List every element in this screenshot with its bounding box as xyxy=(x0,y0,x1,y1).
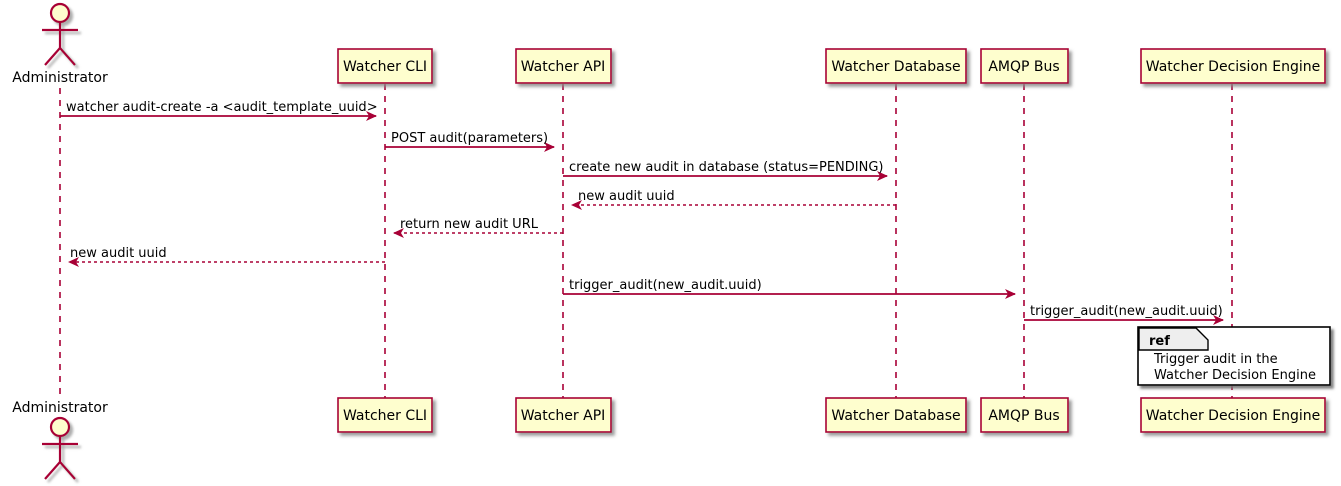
participant-box-watcher-decision-engine-top[interactable]: Watcher Decision Engine xyxy=(1140,48,1326,84)
message-return-new-audit-url[interactable]: return new audit URL xyxy=(393,217,563,238)
message-label-create-new-audit: create new audit in database (status=PEN… xyxy=(569,160,884,175)
participant-box-watcher-api-top[interactable]: Watcher API xyxy=(515,48,612,84)
message-label-trigger-audit-to-wde: trigger_audit(new_audit.uuid) xyxy=(1030,304,1223,319)
participant-label-watcher-cli-bottom: Watcher CLI xyxy=(343,408,427,424)
participant-box-rect xyxy=(515,397,612,433)
actor-leg-right-icon xyxy=(59,461,76,480)
participant-label-watcher-decision-engine-top: Watcher Decision Engine xyxy=(1146,59,1320,75)
participant-box-rect xyxy=(337,48,433,84)
actor-figure-bottom xyxy=(42,416,78,480)
participant-box-watcher-database-top[interactable]: Watcher Database xyxy=(825,48,967,84)
actor-label-administrator-top: Administrator xyxy=(12,70,108,86)
actor-leg-left-icon xyxy=(44,461,61,480)
participant-box-rect xyxy=(1140,397,1326,433)
participant-box-rect xyxy=(825,48,967,84)
message-label-new-audit-uuid-to-admin: new audit uuid xyxy=(70,246,167,261)
participant-box-rect xyxy=(980,397,1069,433)
message-label-new-audit-uuid-to-api: new audit uuid xyxy=(578,189,675,204)
actor-leg-right-icon xyxy=(59,47,76,66)
participant-label-watcher-database-bottom: Watcher Database xyxy=(831,408,960,424)
participant-box-watcher-database-bottom[interactable]: Watcher Database xyxy=(825,397,967,433)
participant-box-watcher-cli-top[interactable]: Watcher CLI xyxy=(337,48,433,84)
participant-box-rect xyxy=(515,48,612,84)
actor-head-icon xyxy=(49,416,71,438)
message-create-new-audit[interactable]: create new audit in database (status=PEN… xyxy=(563,160,888,181)
actor-head-icon xyxy=(49,2,71,24)
participant-label-watcher-decision-engine-bottom: Watcher Decision Engine xyxy=(1146,408,1320,424)
participant-box-rect xyxy=(825,397,967,433)
participant-label-amqp-bus-bottom: AMQP Bus xyxy=(988,408,1059,424)
participant-box-watcher-cli-bottom[interactable]: Watcher CLI xyxy=(337,397,433,433)
message-label-return-new-audit-url: return new audit URL xyxy=(400,217,539,232)
actor-figure-top xyxy=(42,2,78,66)
participant-label-amqp-bus-top: AMQP Bus xyxy=(988,59,1059,75)
ref-tab-label: ref xyxy=(1149,334,1170,349)
participant-box-amqp-bus-top[interactable]: AMQP Bus xyxy=(980,48,1069,84)
ref-body-line-2: Watcher Decision Engine xyxy=(1154,368,1316,383)
message-label-trigger-audit-to-amqp: trigger_audit(new_audit.uuid) xyxy=(569,278,762,293)
participant-box-rect xyxy=(1140,48,1326,84)
message-new-audit-uuid-to-admin[interactable]: new audit uuid xyxy=(68,246,385,267)
participant-label-watcher-cli-top: Watcher CLI xyxy=(343,59,427,75)
actor-administrator-bottom[interactable]: Administrator xyxy=(12,400,108,480)
participant-box-watcher-api-bottom[interactable]: Watcher API xyxy=(515,397,612,433)
participant-label-watcher-api-bottom: Watcher API xyxy=(521,408,606,424)
participant-box-rect xyxy=(337,397,433,433)
participant-label-watcher-api-top: Watcher API xyxy=(521,59,606,75)
actor-label-administrator-bottom: Administrator xyxy=(12,400,108,416)
message-new-audit-uuid-to-api[interactable]: new audit uuid xyxy=(571,189,896,210)
ref-tab-shape xyxy=(1138,327,1209,351)
message-label-watcher-audit-create: watcher audit-create -a <audit_template_… xyxy=(66,100,378,115)
participant-box-watcher-decision-engine-bottom[interactable]: Watcher Decision Engine xyxy=(1140,397,1326,433)
ref-block[interactable]: ref Trigger audit in the Watcher Decisio… xyxy=(1137,326,1331,386)
message-trigger-audit-to-wde[interactable]: trigger_audit(new_audit.uuid) xyxy=(1024,304,1224,325)
participant-label-watcher-database-top: Watcher Database xyxy=(831,59,960,75)
participant-box-rect xyxy=(980,48,1069,84)
lifelines-group xyxy=(59,84,1233,398)
actor-leg-left-icon xyxy=(44,47,61,66)
ref-body-line-1: Trigger audit in the xyxy=(1153,352,1278,367)
message-label-post-audit: POST audit(parameters) xyxy=(391,131,548,146)
actor-administrator-top[interactable]: Administrator xyxy=(12,2,108,86)
message-watcher-audit-create[interactable]: watcher audit-create -a <audit_template_… xyxy=(60,100,378,121)
message-post-audit[interactable]: POST audit(parameters) xyxy=(385,131,555,152)
participant-box-amqp-bus-bottom[interactable]: AMQP Bus xyxy=(980,397,1069,433)
message-trigger-audit-to-amqp[interactable]: trigger_audit(new_audit.uuid) xyxy=(563,278,1016,299)
